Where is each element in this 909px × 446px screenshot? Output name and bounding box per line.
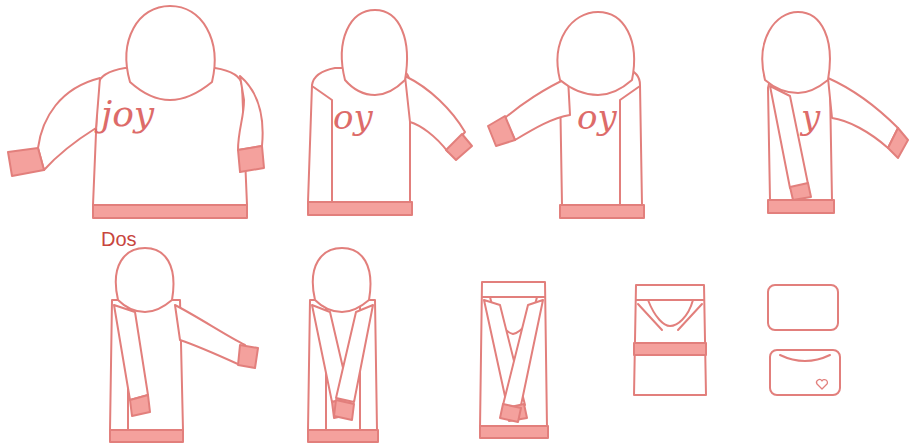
hoodie-step-4	[762, 12, 908, 213]
waist-rib	[110, 430, 183, 442]
hoodie-step-1	[8, 6, 264, 218]
garment-print: y	[801, 100, 820, 134]
sleeve-outline	[503, 300, 543, 410]
folded-bundle	[770, 350, 840, 395]
waist-rib	[308, 430, 378, 442]
sleeve-outline	[238, 76, 263, 150]
cuff-rib	[8, 148, 44, 176]
sleeve-outline	[828, 78, 898, 148]
cuff-rib	[790, 183, 811, 200]
view-label: Dos	[101, 229, 137, 249]
waist-rib	[480, 426, 548, 438]
fold-line	[312, 86, 332, 202]
hoodie-step-5	[110, 248, 258, 442]
cuff-rib	[130, 395, 150, 416]
cuff-rib	[334, 400, 354, 420]
hood-outline	[762, 12, 830, 93]
fold-line	[620, 86, 640, 205]
garment-print: oy	[333, 100, 373, 134]
garment-print: oy	[577, 100, 617, 134]
fold-line	[482, 296, 545, 298]
body-outline	[634, 285, 706, 395]
waist-rib	[768, 200, 834, 213]
waist-rib	[634, 343, 706, 355]
sleeve-outline	[638, 304, 702, 330]
sleeve-outline	[336, 305, 373, 402]
cuff-rib	[238, 345, 258, 368]
hoodie-step-6	[308, 248, 378, 442]
cuff-rib	[488, 116, 515, 146]
hood-outline	[780, 355, 830, 361]
body-outline	[480, 282, 547, 428]
waist-rib	[560, 205, 644, 218]
body-outline	[110, 300, 183, 430]
cuff-rib	[238, 146, 264, 172]
sleeve-outline	[175, 305, 245, 365]
garment-print: joy	[101, 96, 154, 132]
hoodie-step-8	[634, 285, 706, 395]
hoodie-step-7	[480, 282, 548, 438]
folded-bundle	[768, 285, 838, 330]
hood-outline	[126, 6, 214, 100]
waist-rib	[308, 202, 412, 215]
cuff-rib	[446, 134, 472, 160]
cuff-rib	[888, 128, 908, 158]
hood-outline	[342, 10, 407, 95]
body-outline	[308, 300, 377, 430]
hoodie-step-2	[308, 10, 472, 215]
sleeve-outline	[505, 78, 570, 140]
waist-rib	[93, 205, 247, 218]
hood-outline	[313, 248, 371, 312]
sleeve-outline	[38, 78, 100, 170]
heart-mark	[817, 380, 828, 389]
hoodie-step-9	[768, 285, 840, 395]
hoodie-step-3	[488, 12, 644, 218]
hood-outline	[558, 12, 635, 95]
hood-outline	[116, 248, 174, 312]
cuff-rib	[500, 404, 521, 422]
sleeve-outline	[114, 305, 148, 400]
